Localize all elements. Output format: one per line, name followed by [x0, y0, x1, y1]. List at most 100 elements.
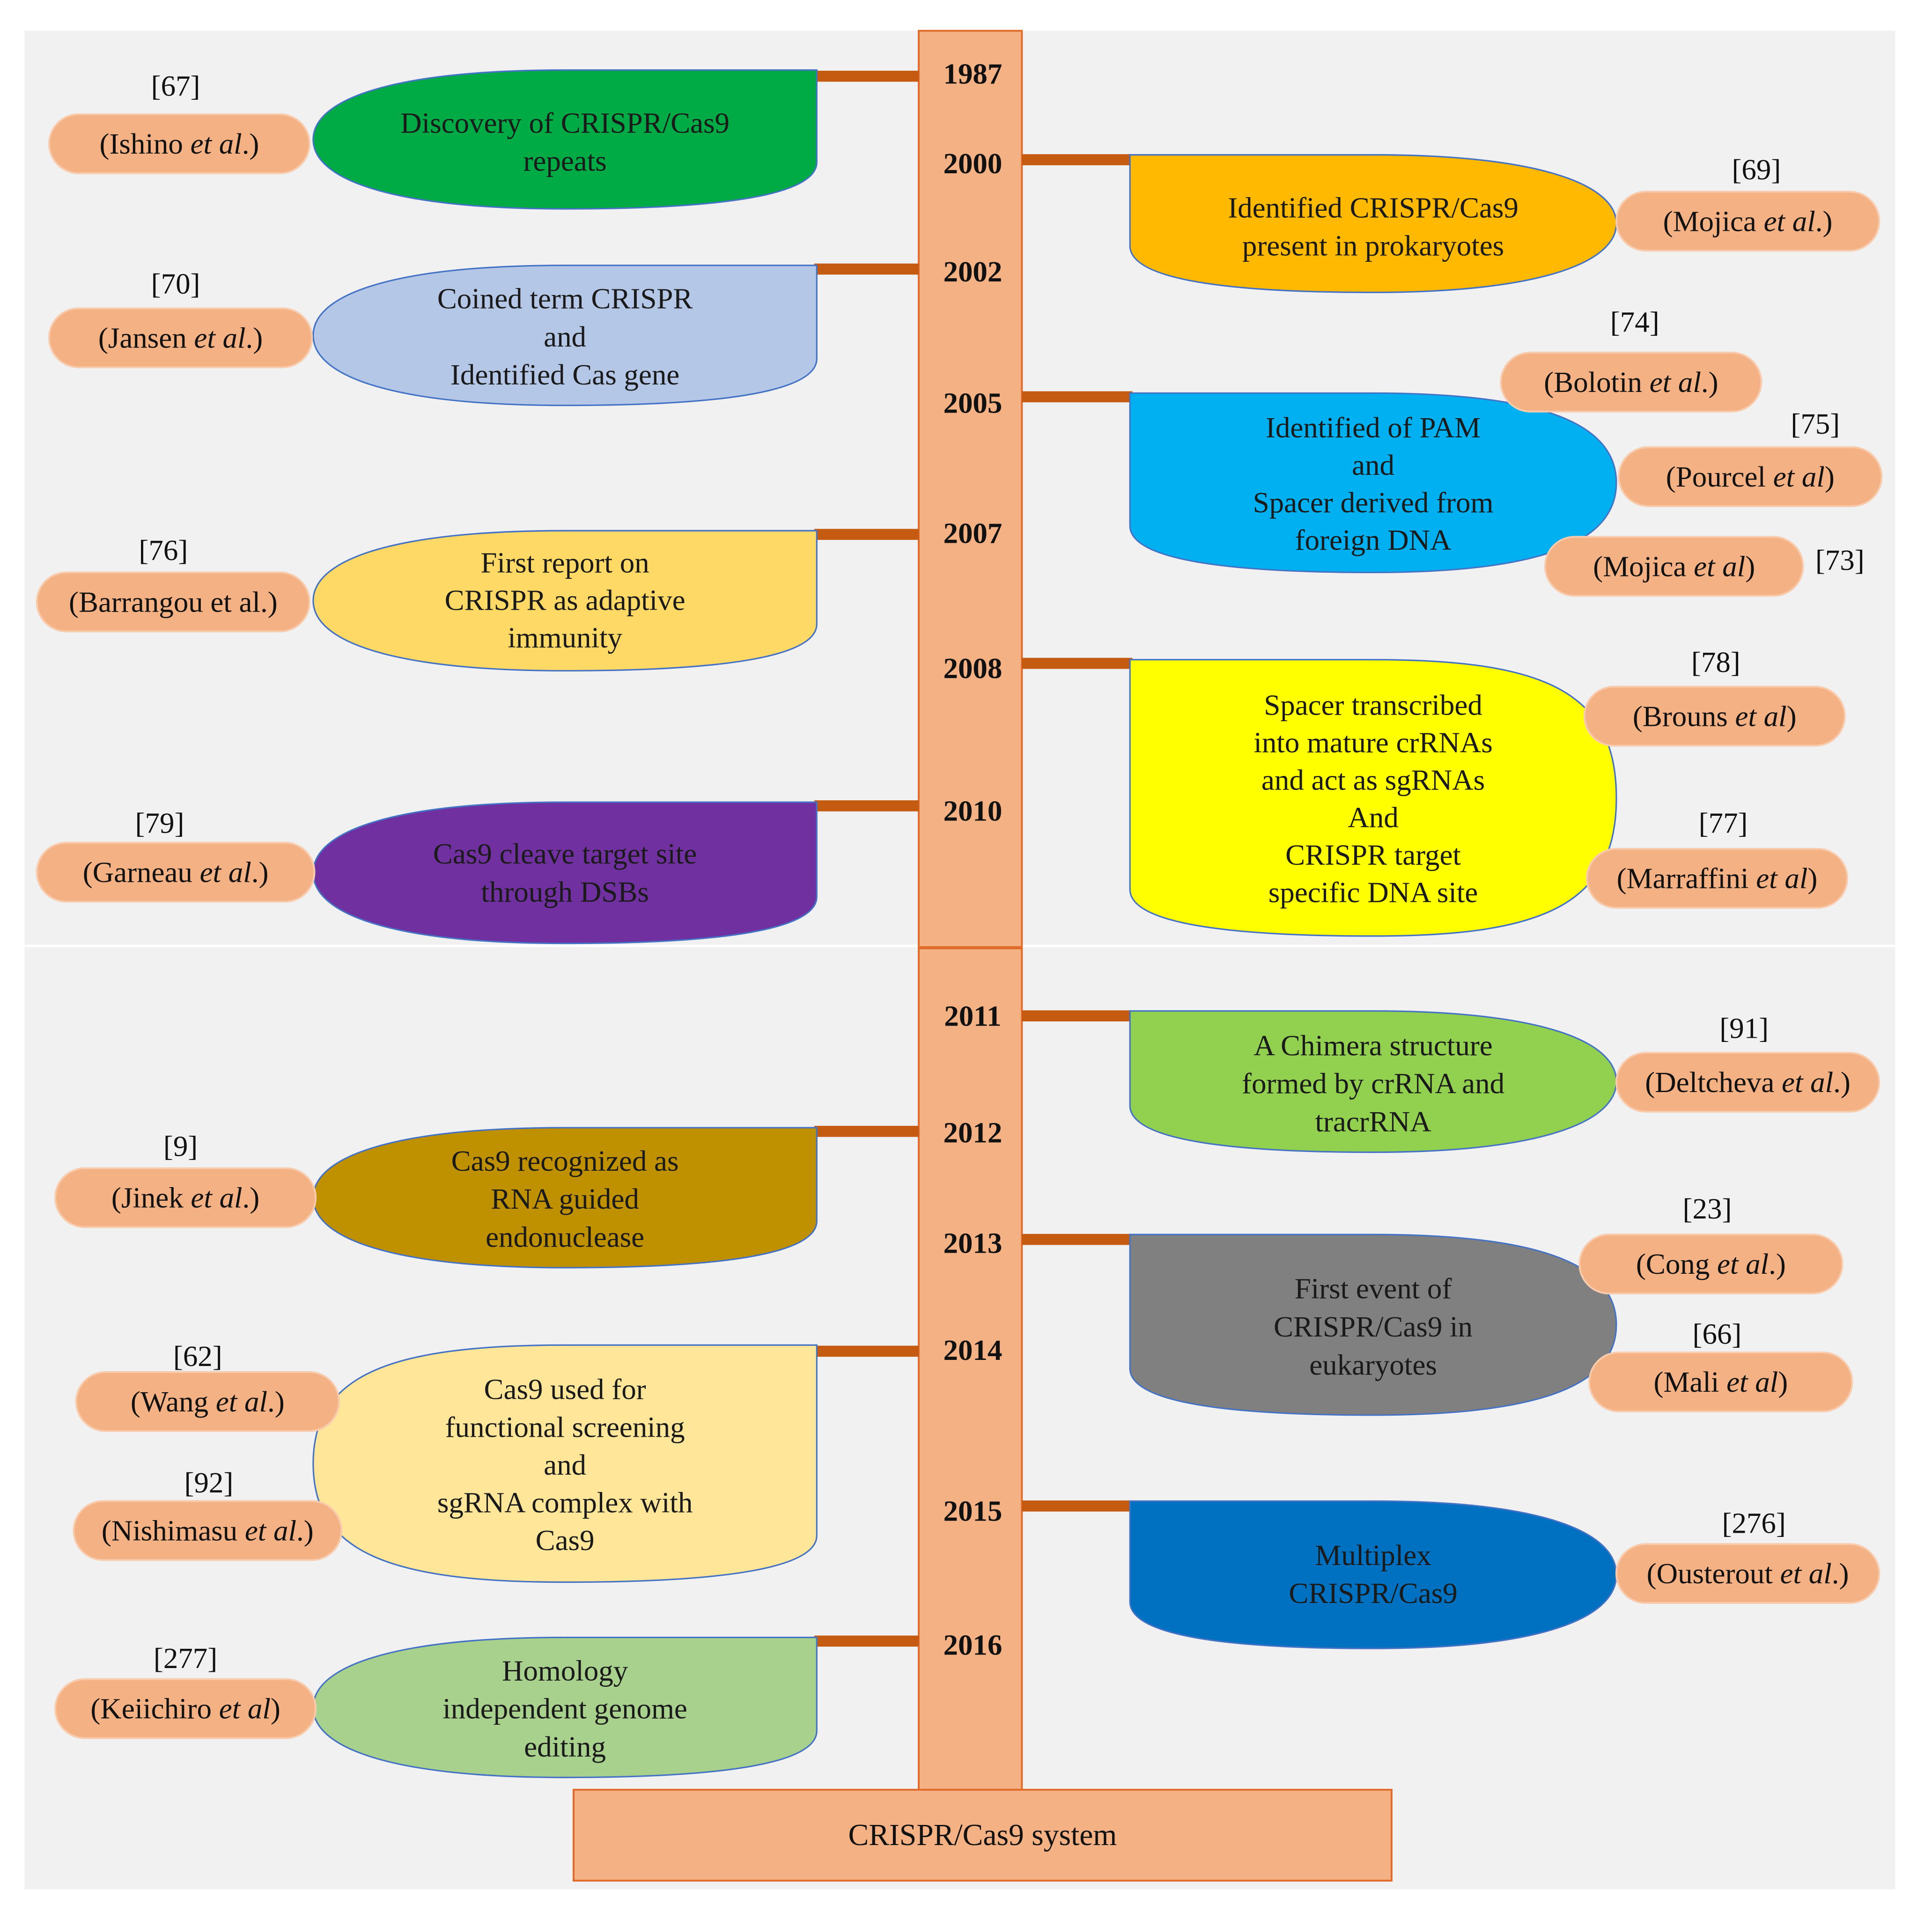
author-name: (Deltcheva [1645, 1066, 1782, 1099]
event-callout [1129, 1500, 1617, 1649]
author-name: (Ishino [100, 127, 191, 160]
reference-number: [78] [1691, 646, 1740, 679]
reference-number: [75] [1791, 407, 1840, 440]
citation-tail: ) [1807, 862, 1817, 895]
author-name: (Ousterout [1647, 1557, 1780, 1590]
et-al: et al [1694, 550, 1745, 583]
event-text-line: and [544, 1448, 586, 1481]
citation-tail: ) [271, 1692, 280, 1725]
citation-tail: ) [1778, 1366, 1788, 1398]
author-pill [48, 307, 313, 369]
author-citation: (Cong et al.) [1636, 1248, 1786, 1280]
author-citation: (Brouns et al) [1633, 700, 1797, 732]
author-name: (Jinek [111, 1182, 191, 1214]
event-text-line: editing [524, 1730, 606, 1763]
year-label: 2008 [943, 652, 1002, 685]
event-text-line: formed by crRNA and [1242, 1067, 1504, 1100]
citation-tail: ) [1787, 700, 1797, 732]
et-al: et al [1726, 1366, 1778, 1398]
author-name: (Mali [1654, 1366, 1727, 1398]
event-callout [312, 1344, 818, 1583]
event-text-line: Spacer transcribed [1264, 689, 1482, 722]
citation-tail: .) [267, 1385, 285, 1418]
citation-tail: .) [1833, 1066, 1851, 1099]
author-pill [1615, 1052, 1880, 1113]
event-text-line: Identified CRISPR/Cas9 [1228, 191, 1519, 224]
citation-tail: .) [246, 321, 263, 354]
author-citation: (Mojica et al) [1593, 550, 1755, 583]
et-al: et al [1650, 366, 1701, 399]
event-callout [1129, 1010, 1617, 1153]
event-callout [312, 69, 818, 210]
author-name: (Mojica [1663, 205, 1764, 237]
event-text-line: Cas9 cleave target site [433, 837, 697, 870]
timeline-events: 1987200020022005200720082010201120122013… [36, 57, 1883, 1779]
author-name: (Cong [1636, 1248, 1717, 1280]
et-al: et al [1717, 1248, 1769, 1280]
author-pill [73, 1500, 343, 1561]
author-name: (Mojica [1593, 550, 1694, 583]
year-label: 2000 [943, 147, 1002, 180]
author-citation: (Deltcheva et al.) [1645, 1066, 1851, 1099]
event-text-line: First report on [481, 546, 649, 579]
event-callout [312, 530, 818, 672]
event-text-line: And [1348, 801, 1398, 834]
author-pill [48, 113, 310, 174]
author-citation: (Jinek et al.) [111, 1182, 259, 1214]
et-al: et al [194, 321, 245, 354]
year-label: 2005 [943, 386, 1002, 419]
citation-tail: .) [1701, 366, 1718, 399]
event-text-line: present in prokaryotes [1242, 229, 1504, 262]
author-pill [36, 571, 310, 633]
event-text-line: foreign DNA [1295, 524, 1452, 556]
reference-number: [62] [173, 1340, 222, 1373]
event-text-line: functional screening [445, 1410, 685, 1443]
event-text-line: eukaryotes [1309, 1348, 1437, 1381]
event-text-line: Coined term CRISPR [437, 282, 693, 315]
author-name: (Marraffini [1617, 862, 1756, 895]
reference-number: [91] [1719, 1012, 1769, 1045]
author-pill [1585, 848, 1848, 909]
author-pill [36, 842, 316, 903]
event-text-line: independent genome [442, 1692, 687, 1725]
year-label: 2015 [943, 1494, 1002, 1527]
event-text-line: Homology [502, 1654, 628, 1687]
author-name: (Brouns [1633, 700, 1735, 732]
et-al: et al [1780, 1557, 1832, 1590]
event-prokaryotes: Identified CRISPR/Cas9 present in prokary… [1022, 153, 1880, 293]
event-callout [1129, 1233, 1617, 1416]
year-label: 2002 [943, 255, 1002, 288]
citation-tail: .) [251, 856, 269, 888]
event-callout [1129, 154, 1617, 293]
event-text-line: CRISPR as adaptive [445, 583, 686, 616]
author-citation: (Mali et al) [1654, 1366, 1788, 1398]
author-citation: (Ousterout et al.) [1647, 1557, 1849, 1590]
author-citation: (Ishino et al.) [100, 127, 259, 160]
event-text-line: and [1352, 449, 1394, 481]
event-callout [312, 1127, 818, 1269]
reference-number: [67] [151, 70, 200, 103]
year-label: 2012 [943, 1116, 1002, 1149]
et-al: et al [1764, 205, 1815, 237]
author-citation: (Barrangou et al.) [69, 585, 278, 618]
citation-tail: .) [242, 127, 259, 160]
reference-number: [70] [151, 267, 200, 300]
author-pill [1588, 1351, 1853, 1412]
event-text-line: repeats [523, 145, 606, 177]
et-al: et al [1773, 460, 1825, 493]
event-text-line: Spacer derived from [1253, 486, 1494, 519]
event-text-line: CRISPR/Cas9 in [1274, 1310, 1473, 1343]
reference-number: [69] [1732, 153, 1781, 186]
